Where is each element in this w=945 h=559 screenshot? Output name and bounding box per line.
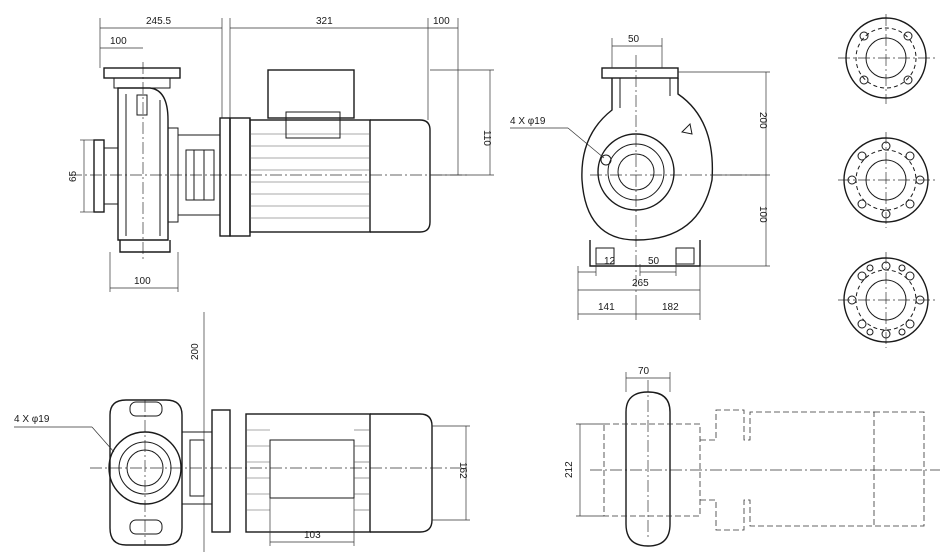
dim-end-height-upper: 200	[757, 112, 768, 129]
dim-end-height-lower: 100	[757, 206, 768, 223]
dim-plan-height: 212	[564, 461, 575, 478]
end-hole-note: 4 X φ19	[510, 116, 546, 127]
dim-end-top-width: 50	[628, 34, 640, 45]
dim-top-motor-box: 103	[304, 530, 321, 541]
dim-end-left-width: 141	[598, 302, 615, 313]
dim-end-foot: 50	[648, 256, 660, 267]
flange-variant-8-holes	[838, 132, 936, 228]
dim-plan-width: 70	[638, 366, 650, 377]
dim-end-total-width: 265	[632, 278, 649, 289]
flange-variant-12-holes	[838, 252, 936, 348]
top-hole-note: 4 X φ19	[14, 414, 50, 425]
dim-side-motor-length: 321	[316, 16, 333, 27]
dim-side-top-flange: 100	[110, 36, 127, 47]
dim-side-motor-end: 100	[433, 16, 450, 27]
dim-side-base-width: 100	[134, 276, 151, 287]
dim-side-total-pump: 245.5	[146, 16, 171, 27]
plan-view: 70 212	[564, 366, 940, 547]
dim-side-outlet-dn: 65	[68, 170, 79, 182]
side-view: 245.5 321 100 100 65 110 100	[68, 16, 494, 292]
dim-end-left-small: 12	[604, 256, 616, 267]
dim-side-motor-height: 110	[481, 130, 492, 146]
top-view: 200 4 X φ19 162 103	[14, 312, 470, 552]
dim-top-motor-width: 162	[457, 462, 468, 479]
flange-variant-4-holes	[838, 14, 936, 104]
top-motor-fins	[246, 429, 370, 511]
dim-top-overall-height: 200	[190, 343, 201, 360]
end-view: 50 4 X φ19 200 100 12 50 265 141 182	[510, 34, 770, 320]
dim-end-right-width: 182	[662, 302, 679, 313]
motor-cooling-fins	[250, 133, 370, 219]
